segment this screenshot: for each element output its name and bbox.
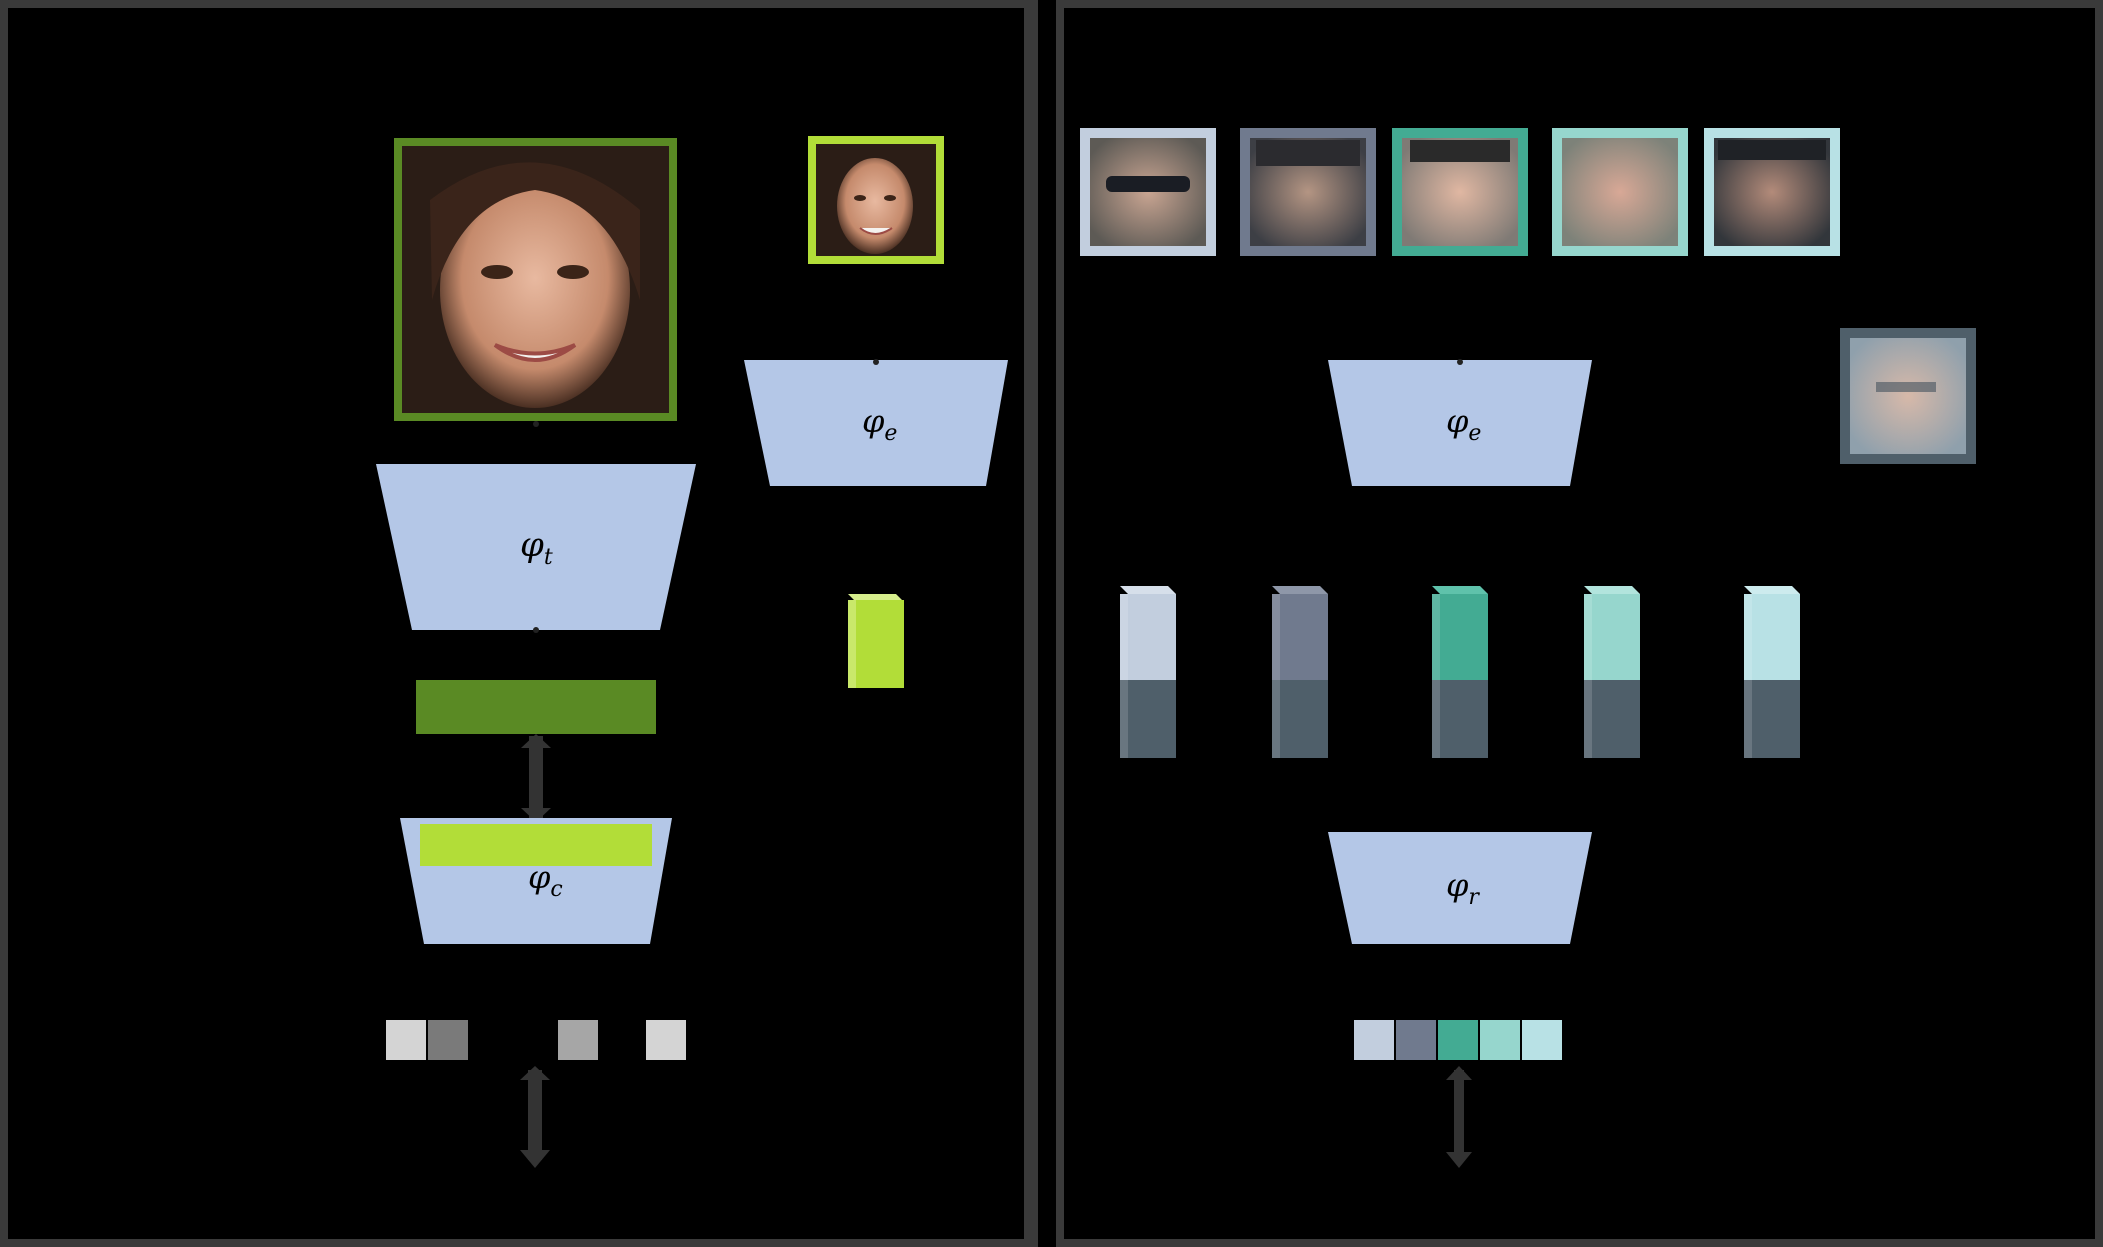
gallery-face-3 xyxy=(1392,128,1528,256)
gallery-face-1 xyxy=(1080,128,1216,256)
gallery-feature-1 xyxy=(1120,586,1176,758)
connector-dot xyxy=(533,421,539,427)
phi-r-label: φr xyxy=(1446,866,1480,910)
gallery-face-5 xyxy=(1704,128,1840,256)
connector-dot xyxy=(873,359,879,365)
phi-e-left-module xyxy=(744,360,1008,486)
teacher-face-small xyxy=(808,136,944,264)
phi-c-label: φc xyxy=(528,858,563,902)
panel-divider xyxy=(1024,0,1036,1247)
rank-square-2 xyxy=(1396,1020,1436,1060)
score-square-2 xyxy=(428,1020,468,1060)
right-output-arrow xyxy=(1446,1066,1472,1168)
rank-square-1 xyxy=(1354,1020,1394,1060)
phi-e-right-label: φe xyxy=(1446,402,1481,446)
phi-e-right-module xyxy=(1328,360,1592,486)
teacher-face-large xyxy=(394,138,677,421)
score-square-4 xyxy=(646,1020,686,1060)
gallery-feature-5 xyxy=(1744,586,1800,758)
gallery-face-2 xyxy=(1240,128,1376,256)
query-face xyxy=(1840,328,1976,464)
teacher-to-classifier-arrow xyxy=(521,734,551,822)
score-square-3 xyxy=(558,1020,598,1060)
rank-square-4 xyxy=(1480,1020,1520,1060)
gallery-feature-4 xyxy=(1584,586,1640,758)
gallery-feature-3 xyxy=(1432,586,1488,758)
rank-square-3 xyxy=(1438,1020,1478,1060)
student-feature-block xyxy=(848,594,904,688)
score-square-1 xyxy=(386,1020,426,1060)
phi-t-module xyxy=(376,464,696,630)
left-output-arrow xyxy=(520,1066,550,1168)
rank-square-5 xyxy=(1522,1020,1562,1060)
connector-dot xyxy=(1457,359,1463,365)
gallery-face-4 xyxy=(1552,128,1688,256)
connector-dot xyxy=(533,627,539,633)
phi-t-label: φt xyxy=(520,525,553,570)
phi-r-module xyxy=(1328,832,1592,944)
teacher-feature-bar xyxy=(416,680,656,734)
phi-e-left-label: φe xyxy=(862,402,897,446)
gallery-feature-2 xyxy=(1272,586,1328,758)
phi-c-weight-bar xyxy=(420,824,652,866)
